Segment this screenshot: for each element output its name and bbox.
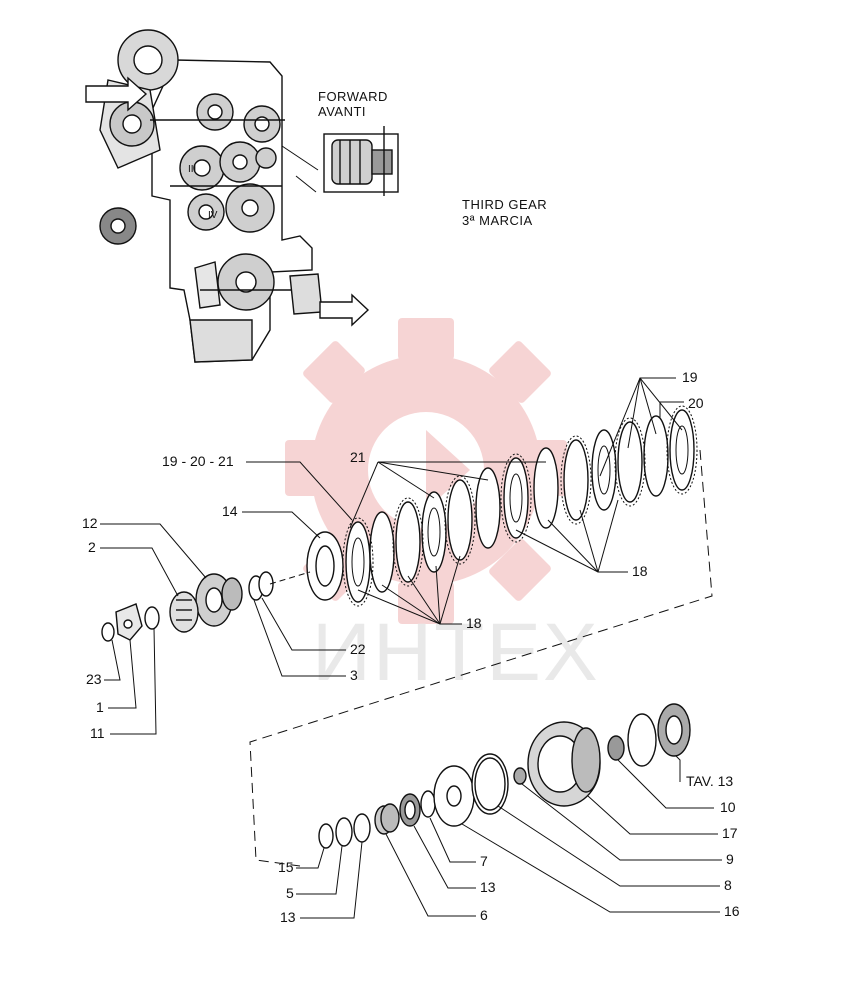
callout-22: 22	[350, 641, 366, 657]
callout-8: 8	[724, 877, 732, 893]
callout-21: 21	[350, 449, 366, 465]
shaft-parts-left	[101, 571, 311, 642]
callout-19-20-21: 19 - 20 - 21	[162, 453, 234, 469]
svg-text:III: III	[188, 164, 196, 175]
callout-1: 1	[96, 699, 104, 715]
callout-10: 10	[720, 799, 736, 815]
callout-17: 17	[722, 825, 738, 841]
watermark-text: ИНТЕХ	[312, 607, 600, 698]
callout-18-upper: 18	[632, 563, 648, 579]
callout-6: 6	[480, 907, 488, 923]
callout-13-left: 13	[280, 909, 296, 925]
callout-9: 9	[726, 851, 734, 867]
callout-2: 2	[88, 539, 96, 555]
clutch-disc-pack	[306, 405, 698, 607]
caption-forward-en: FORWARD	[318, 89, 388, 104]
callout-18-lower: 18	[466, 615, 482, 631]
callout-16: 16	[724, 903, 740, 919]
caption-gear-it: 3ª MARCIA	[462, 213, 533, 228]
callout-leaders	[100, 377, 722, 919]
callout-11: 11	[90, 725, 105, 741]
callout-13-right: 13	[480, 879, 496, 895]
callout-tav-13: TAV. 13	[686, 773, 733, 789]
caption-forward-it: AVANTI	[318, 104, 366, 119]
callout-7: 7	[480, 853, 488, 869]
gearbox-cutaway-illustration: III IV	[85, 29, 399, 363]
callout-19: 19	[682, 369, 698, 385]
callout-15: 15	[278, 859, 294, 875]
callout-5: 5	[286, 885, 294, 901]
callout-23: 23	[86, 671, 102, 687]
callout-20: 20	[688, 395, 704, 411]
svg-text:IV: IV	[208, 210, 218, 221]
callout-12: 12	[82, 515, 98, 531]
callout-3: 3	[350, 667, 358, 683]
drum-assembly-lower	[318, 703, 691, 849]
callout-14: 14	[222, 503, 238, 519]
callout-numbers: 19 20 21 19 - 20 - 21 18 18 14 12 2 22 3…	[82, 369, 740, 925]
caption-gear-en: THIRD GEAR	[462, 197, 547, 212]
